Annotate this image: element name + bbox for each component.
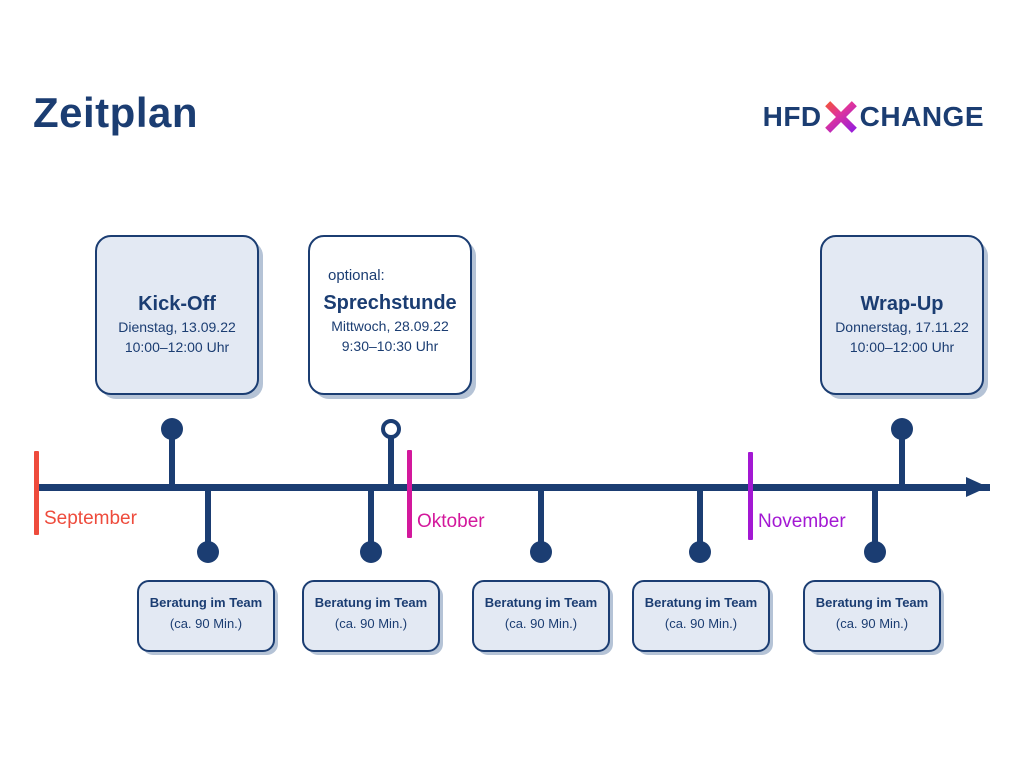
- task-stem: [205, 488, 211, 550]
- milestone-stem-kickoff: [169, 432, 175, 487]
- milestone-card-sprechstunde[interactable]: optional: Sprechstunde Mittwoch, 28.09.2…: [308, 235, 472, 395]
- task-stem: [538, 488, 544, 550]
- milestone-title: Wrap-Up: [860, 293, 944, 315]
- task-dot[interactable]: [530, 541, 552, 563]
- task-duration: (ca. 90 Min.): [664, 615, 738, 631]
- milestone-time: 10:00–12:00 Uhr: [849, 339, 955, 356]
- x-mark-icon: [824, 101, 857, 133]
- milestone-stem-sprechstunde: [388, 428, 394, 488]
- milestone-card-wrapup[interactable]: Wrap-Up Donnerstag, 17.11.22 10:00–12:00…: [820, 235, 984, 395]
- milestone-dot-wrapup[interactable]: [891, 418, 913, 440]
- timeline-axis: [34, 484, 990, 491]
- task-box[interactable]: Beratung im Team (ca. 90 Min.): [803, 580, 941, 652]
- milestone-time: 9:30–10:30 Uhr: [341, 338, 439, 355]
- milestone-time: 10:00–12:00 Uhr: [124, 339, 230, 356]
- milestone-title: Kick-Off: [138, 293, 216, 315]
- task-duration: (ca. 90 Min.): [169, 615, 243, 631]
- milestone-dot-kickoff[interactable]: [161, 418, 183, 440]
- brand-logo-right-word: CHANGE: [859, 101, 984, 132]
- task-duration: (ca. 90 Min.): [334, 615, 408, 631]
- milestone-date: Donnerstag, 17.11.22: [835, 319, 969, 335]
- task-box[interactable]: Beratung im Team (ca. 90 Min.): [632, 580, 770, 652]
- timeline-arrow-icon: [966, 477, 988, 497]
- month-tick-oktober: [407, 450, 412, 538]
- milestone-date: Dienstag, 13.09.22: [118, 319, 236, 335]
- task-dot[interactable]: [197, 541, 219, 563]
- milestone-stem-wrapup: [899, 432, 905, 487]
- task-title: Beratung im Team: [644, 595, 758, 610]
- brand-logo-left-word: HFD: [762, 101, 822, 132]
- page-title: Zeitplan: [33, 89, 199, 136]
- task-stem: [368, 488, 374, 550]
- month-tick-november: [748, 452, 753, 540]
- task-duration: (ca. 90 Min.): [835, 615, 909, 631]
- task-title: Beratung im Team: [149, 595, 263, 610]
- task-box[interactable]: Beratung im Team (ca. 90 Min.): [472, 580, 610, 652]
- task-dot[interactable]: [360, 541, 382, 563]
- month-label-september: September: [44, 508, 137, 529]
- task-stem: [697, 488, 703, 550]
- milestone-optional-label: optional:: [328, 267, 385, 284]
- task-title: Beratung im Team: [314, 595, 428, 610]
- milestone-date: Mittwoch, 28.09.22: [331, 317, 449, 334]
- task-dot[interactable]: [689, 541, 711, 563]
- task-box[interactable]: Beratung im Team (ca. 90 Min.): [302, 580, 440, 652]
- month-label-november: November: [758, 511, 846, 532]
- task-title: Beratung im Team: [484, 595, 598, 610]
- brand-logo: HFD CHANGE: [763, 100, 984, 134]
- milestone-card-kickoff[interactable]: Kick-Off Dienstag, 13.09.22 10:00–12:00 …: [95, 235, 259, 395]
- task-title: Beratung im Team: [815, 595, 929, 610]
- task-box[interactable]: Beratung im Team (ca. 90 Min.): [137, 580, 275, 652]
- month-label-oktober: Oktober: [417, 511, 485, 532]
- task-stem: [872, 488, 878, 550]
- task-dot[interactable]: [864, 541, 886, 563]
- milestone-dot-sprechstunde[interactable]: [381, 419, 401, 439]
- month-tick-september: [34, 451, 39, 535]
- task-duration: (ca. 90 Min.): [504, 615, 578, 631]
- milestone-title: Sprechstunde: [323, 291, 457, 314]
